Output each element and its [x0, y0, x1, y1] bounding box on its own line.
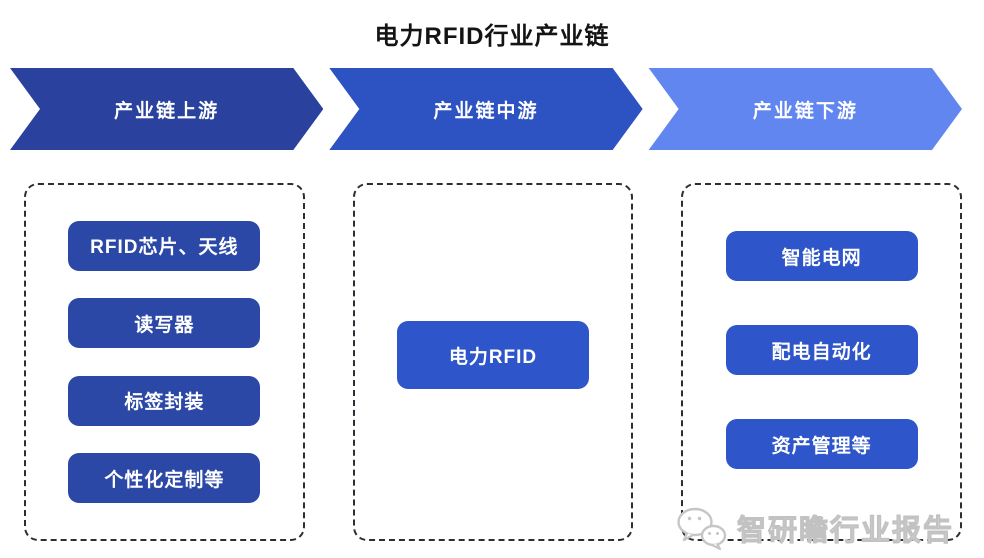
downstream-item-distribution-automation: 配电自动化	[725, 325, 918, 375]
upstream-panel: RFID芯片、天线 读写器 标签封装 个性化定制等	[24, 183, 305, 541]
arrow-midstream-label: 产业链中游	[433, 100, 539, 122]
downstream-item-asset-management: 资产管理等	[725, 419, 918, 469]
upstream-item-reader: 读写器	[68, 298, 261, 349]
downstream-panel: 智能电网 配电自动化 资产管理等	[681, 183, 963, 541]
arrow-downstream-label: 产业链下游	[752, 100, 858, 122]
arrow-midstream: 产业链中游	[329, 68, 642, 150]
upstream-item-chip-antenna: RFID芯片、天线	[68, 220, 261, 271]
downstream-item-smart-grid: 智能电网	[725, 231, 918, 281]
arrow-upstream: 产业链上游	[10, 68, 323, 150]
midstream-panel: 电力RFID	[352, 183, 634, 541]
chain-arrows-row: 产业链上游 产业链中游 产业链下游	[10, 68, 962, 150]
upstream-item-customization: 个性化定制等	[68, 453, 261, 504]
page-title: 电力RFID行业产业链	[374, 23, 610, 50]
chain-columns-row: RFID芯片、天线 读写器 标签封装 个性化定制等 电力RFID 智能电网 配电…	[24, 183, 963, 541]
arrow-downstream: 产业链下游	[649, 68, 962, 150]
midstream-item-power-rfid: 电力RFID	[397, 321, 589, 389]
upstream-item-tag-packaging: 标签封装	[68, 375, 261, 426]
arrow-upstream-label: 产业链上游	[114, 100, 220, 122]
